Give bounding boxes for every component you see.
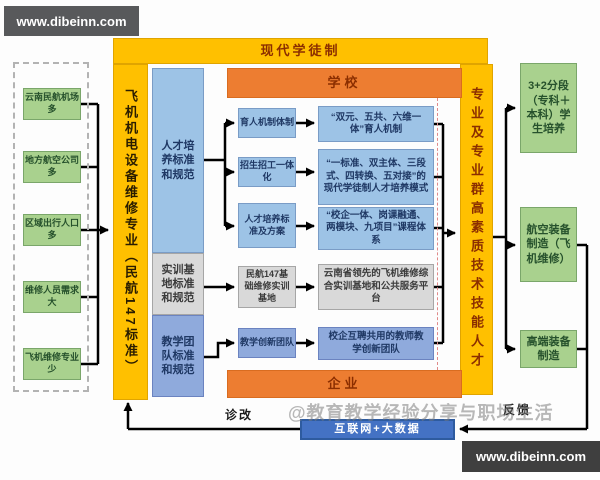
demand-box-airports: 云南民航机场多 (23, 88, 81, 120)
standard-base-text: 实训基地标准和规范 (161, 263, 195, 305)
standard-team-text: 教学团队标准和规范 (161, 335, 195, 377)
title-bar: 现代学徒制 (113, 38, 488, 64)
standard-base: 实训基地标准和规范 (152, 253, 204, 315)
mechanism-text-5: 教学创新团队 (239, 337, 294, 348)
connector-std3-a (204, 338, 235, 359)
target-box-aviation: 航空装备制造（飞机维修） (520, 207, 577, 282)
target-text-1: 3+2分段（专科＋本科）学生培养 (526, 80, 571, 136)
enterprise-label: 企业 (327, 375, 362, 391)
demand-box-few-majors: 飞机维修专业少 (23, 348, 81, 380)
outcome-text-3: “校企一体、岗课融通、两模块、九项目”课程体系 (326, 209, 426, 246)
watermark-overlay: @教育教学经验分享与职场生活 (288, 403, 554, 423)
right-yellow-column: 专业及专业群高素质技术技能人才 (460, 64, 493, 395)
mechanism-box-2: 招生招工一体化 (238, 157, 296, 187)
outcome-text-5: 校企互聘共用的教师教学创新团队 (328, 331, 424, 355)
watermark-top-text: www.dibeinn.com (16, 13, 127, 29)
watermark-bottom-bar: www.dibeinn.com (462, 441, 600, 472)
demand-group (13, 62, 89, 392)
section-dashed-divider (437, 98, 438, 370)
target-text-3: 高端装备制造 (526, 335, 571, 362)
demand-text-4: 维修人员需求大 (24, 285, 79, 307)
outcome-text-1: “双元、五共、六维一体”育人机制 (330, 111, 422, 135)
demand-box-population: 区域出行人口多 (23, 214, 81, 246)
demand-text-3: 区域出行人口多 (24, 218, 79, 240)
target-box-highend: 高端装备制造 (520, 330, 577, 368)
demand-text-5: 飞机维修专业少 (24, 352, 79, 374)
outcome-box-4: 云南省领先的飞机维修综合实训基地和公共服务平台 (318, 264, 434, 310)
mechanism-box-4: 民航147基础维修实训基地 (238, 266, 296, 308)
right-yellow-column-text: 专业及专业群高素质技术技能人才 (469, 87, 484, 372)
standard-talent: 人才培养标准和规范 (152, 68, 204, 253)
mechanism-text-1: 育人机制体制 (239, 117, 294, 128)
mechanism-box-1: 育人机制体制 (238, 108, 296, 138)
demand-box-airlines: 地方航空公司多 (23, 151, 81, 183)
standard-talent-text: 人才培养标准和规范 (161, 140, 195, 181)
outcome-text-4: 云南省领先的飞机维修综合实训基地和公共服务平台 (323, 268, 429, 305)
demand-box-staff-need: 维修人员需求大 (23, 281, 81, 313)
standard-team: 教学团队标准和规范 (152, 315, 204, 397)
school-bar: 学校 (227, 68, 462, 98)
diagnose-label: 诊改 (225, 408, 254, 422)
platform-text: 互联网+大数据 (334, 423, 421, 436)
mechanism-box-5: 教学创新团队 (238, 328, 296, 358)
enterprise-bar: 企业 (227, 370, 462, 398)
target-box-32: 3+2分段（专科＋本科）学生培养 (520, 63, 577, 153)
left-yellow-column: 飞机机电设备维修专业（民航147标准） (113, 64, 148, 400)
school-label: 学校 (327, 74, 362, 90)
outcome-box-1: “双元、五共、六维一体”育人机制 (318, 106, 434, 142)
mechanism-text-4: 民航147基础维修实训基地 (244, 269, 290, 303)
mechanism-text-2: 招生招工一体化 (239, 160, 294, 182)
target-text-2: 航空装备制造（飞机维修） (526, 224, 571, 265)
feedback-label: 反馈 (503, 403, 532, 417)
outcome-box-5: 校企互聘共用的教师教学创新团队 (318, 327, 434, 360)
left-yellow-column-text: 飞机机电设备维修专业（民航147标准） (123, 88, 138, 376)
demand-text-2: 地方航空公司多 (24, 155, 79, 177)
outcome-box-2: “一标准、双主体、三段式、四转换、五对接”的现代学徒制人才培养模式 (318, 149, 434, 205)
outcome-box-3: “校企一体、岗课融通、两模块、九项目”课程体系 (318, 207, 434, 250)
outcome-text-2: “一标准、双主体、三段式、四转换、五对接”的现代学徒制人才培养模式 (323, 158, 429, 195)
watermark-bottom-text: www.dibeinn.com (475, 449, 587, 464)
mechanism-box-3: 人才培养标准及方案 (238, 203, 296, 248)
watermark-top-bar: www.dibeinn.com (4, 6, 139, 36)
title-text: 现代学徒制 (260, 42, 341, 58)
demand-text-1: 云南民航机场多 (24, 92, 79, 114)
platform-bar: 互联网+大数据 (300, 419, 455, 440)
mechanism-text-3: 人才培养标准及方案 (244, 213, 290, 236)
